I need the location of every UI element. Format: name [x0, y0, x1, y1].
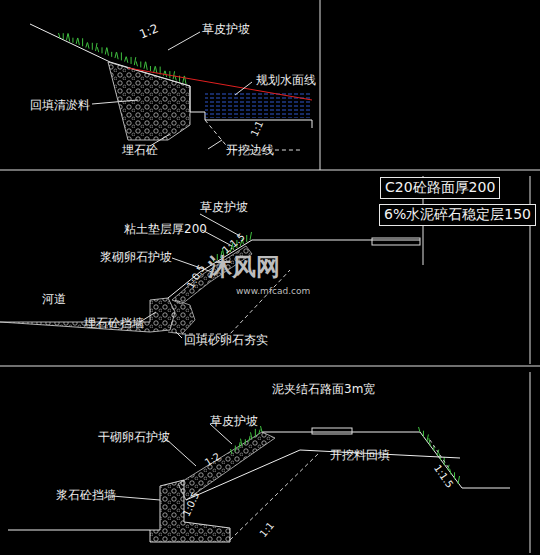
- grass-blade: [259, 429, 261, 434]
- callout-label: 干砌卵石护坡: [98, 430, 170, 444]
- grass-blade: [76, 38, 78, 44]
- grass-blade: [136, 61, 138, 66]
- grass-blade: [97, 47, 99, 52]
- callout-label: 浆砌卵石护坡: [100, 250, 172, 264]
- grass-blade: [96, 43, 98, 51]
- callout-label: 开挖边线: [226, 143, 274, 157]
- grass-blade: [419, 427, 421, 432]
- grass-blade: [59, 33, 61, 38]
- grass-blade: [249, 436, 251, 442]
- grass-blade: [66, 33, 68, 40]
- grass-blade: [173, 71, 175, 79]
- grass-blade: [251, 432, 253, 439]
- grass-blade: [154, 66, 156, 72]
- slope-ratio: 1:1: [249, 119, 267, 139]
- callout-label: 规划水面线: [256, 73, 316, 87]
- callout-label: 开挖料回填: [330, 448, 390, 462]
- grass-blade: [427, 434, 429, 441]
- callout-label: 泥夹结石路面3m宽: [272, 382, 375, 396]
- callout-label: 粘土垫层厚200: [124, 222, 207, 236]
- grass-blade: [102, 47, 103, 53]
- callout-label: 草皮护坡: [202, 22, 250, 36]
- grass: [231, 426, 460, 484]
- grass-blade: [165, 71, 167, 77]
- grass-blade: [134, 57, 136, 65]
- callout-label: 浆石砼挡墙: [56, 488, 116, 502]
- callout-label: 回填砂卵石夯实: [184, 333, 268, 347]
- grass-blade: [78, 38, 80, 45]
- grass-blade: [92, 43, 93, 50]
- callout-label: 草皮护坡: [210, 414, 258, 428]
- grass-blade: [185, 76, 187, 84]
- grass-blade: [239, 442, 241, 449]
- slope-ratio: 1:1: [257, 520, 277, 540]
- grass-blade: [111, 52, 112, 57]
- grass-blade: [454, 472, 455, 479]
- callout-label: 河道: [42, 292, 66, 306]
- spec-box: C20砼路面厚200: [380, 177, 500, 199]
- grass-blade: [131, 57, 132, 64]
- grass-blade: [231, 449, 233, 454]
- grass-blade: [250, 232, 252, 240]
- grass-blade: [241, 439, 243, 447]
- section-three: [8, 424, 510, 542]
- slope-ratio: 1:2: [137, 21, 160, 42]
- grass-blade: [86, 42, 88, 47]
- grass-blade: [235, 446, 236, 452]
- grass-blade: [150, 66, 151, 71]
- callout-label: 回填清淤料: [30, 98, 90, 112]
- grass-blade: [450, 469, 452, 475]
- watermark: www.mfcad.com: [236, 286, 310, 297]
- grass-blade: [245, 439, 246, 444]
- spec-box: 6%水泥碎石稳定层150: [379, 204, 536, 226]
- callout-label: 草皮护坡: [200, 200, 248, 214]
- grass-blade: [144, 62, 146, 69]
- grass-blade: [72, 38, 73, 43]
- grass-blade: [255, 429, 256, 437]
- callout-label: 埋石砼挡墙: [84, 316, 144, 330]
- grass-blade: [115, 52, 117, 58]
- grass-blade: [125, 57, 127, 62]
- callout-label: 埋石砼: [122, 143, 158, 157]
- grass-blade: [121, 52, 122, 60]
- spec-text: C20砼路面厚200: [385, 179, 495, 195]
- grass-blade: [146, 62, 148, 70]
- section-two: [0, 214, 420, 338]
- grass-blade: [458, 476, 460, 484]
- grass-blade: [261, 426, 263, 432]
- grass-blade: [107, 48, 109, 56]
- grass-blade: [169, 71, 170, 78]
- grass-blade: [140, 61, 141, 67]
- watermark: 沐风网: [208, 253, 280, 282]
- grass-blade: [429, 438, 431, 446]
- slope-ratio: 1:1.5: [431, 463, 456, 491]
- grass-blade: [183, 76, 185, 83]
- grass-blade: [117, 52, 119, 59]
- grass-blade: [68, 34, 70, 42]
- grass-blade: [163, 71, 165, 76]
- grass-blade: [423, 431, 424, 437]
- spec-text: 6%水泥碎石稳定层150: [384, 206, 531, 222]
- grass-blade: [82, 38, 83, 46]
- grass-blade: [63, 33, 64, 39]
- grass-blade: [126, 57, 128, 63]
- grass-blade: [88, 43, 90, 49]
- grass-blade: [105, 48, 107, 55]
